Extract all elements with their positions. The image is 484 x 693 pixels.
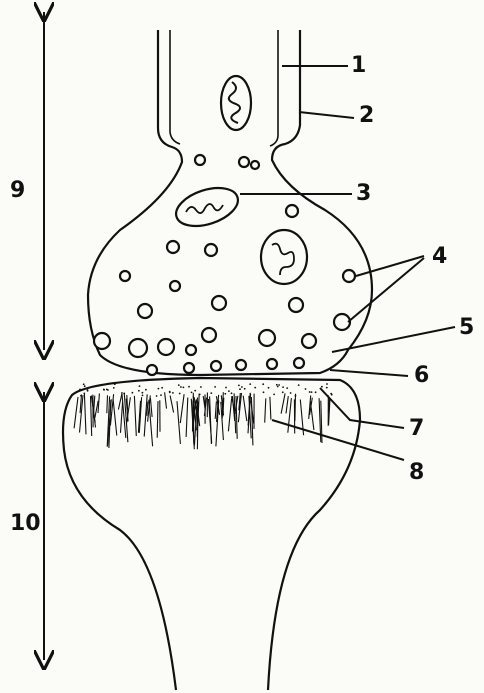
mitochondrion-axon bbox=[221, 76, 251, 130]
synaptic-vesicles bbox=[94, 155, 355, 357]
docked-vesicles bbox=[147, 358, 304, 375]
label-5: 5 bbox=[459, 317, 474, 339]
postsynaptic-outline bbox=[63, 378, 360, 690]
postsynaptic-density bbox=[74, 383, 333, 449]
presynaptic-terminal-outline bbox=[88, 30, 372, 375]
label-10: 10 bbox=[10, 513, 41, 535]
mitochondrion-terminal-small bbox=[171, 181, 242, 233]
leader-6 bbox=[330, 370, 408, 376]
leader-5 bbox=[332, 327, 455, 352]
label-4: 4 bbox=[432, 246, 447, 268]
label-1: 1 bbox=[351, 55, 366, 77]
leader-lines bbox=[240, 66, 455, 460]
label-9: 9 bbox=[10, 180, 25, 202]
label-3: 3 bbox=[356, 183, 371, 205]
label-6: 6 bbox=[414, 365, 429, 387]
leader-7 bbox=[320, 388, 404, 428]
label-7: 7 bbox=[409, 418, 424, 440]
label-8: 8 bbox=[409, 462, 424, 484]
axon-inner-membrane-right bbox=[270, 30, 278, 146]
leader-2 bbox=[299, 112, 354, 118]
mitochondrion-terminal-large bbox=[261, 230, 307, 284]
label-2: 2 bbox=[359, 105, 374, 127]
axon-inner-membrane-left bbox=[170, 30, 180, 144]
